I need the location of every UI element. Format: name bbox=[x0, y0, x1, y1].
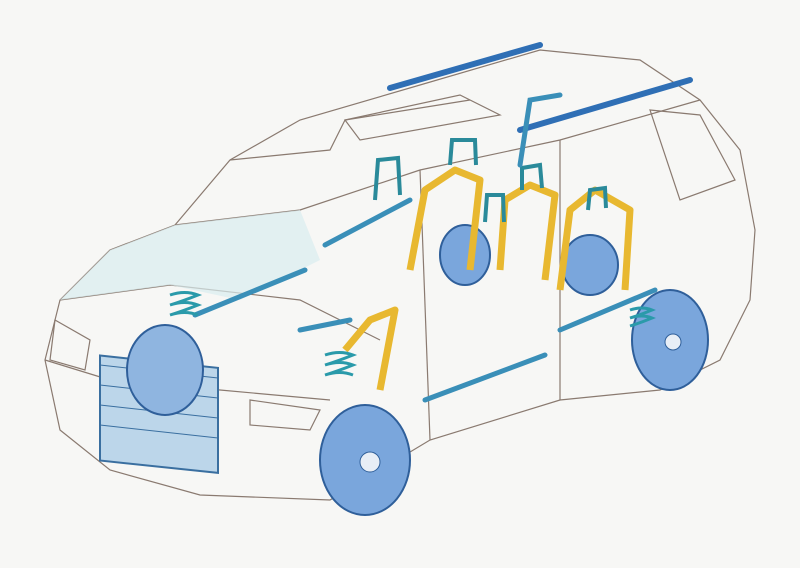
hood bbox=[60, 210, 320, 300]
headrests bbox=[373, 138, 608, 223]
spare-wheel bbox=[126, 324, 204, 416]
chassis-components bbox=[192, 92, 658, 403]
wheels bbox=[126, 224, 709, 516]
roof-rails bbox=[387, 42, 693, 133]
springs bbox=[169, 291, 656, 377]
rear-spare-wheel bbox=[561, 234, 619, 296]
